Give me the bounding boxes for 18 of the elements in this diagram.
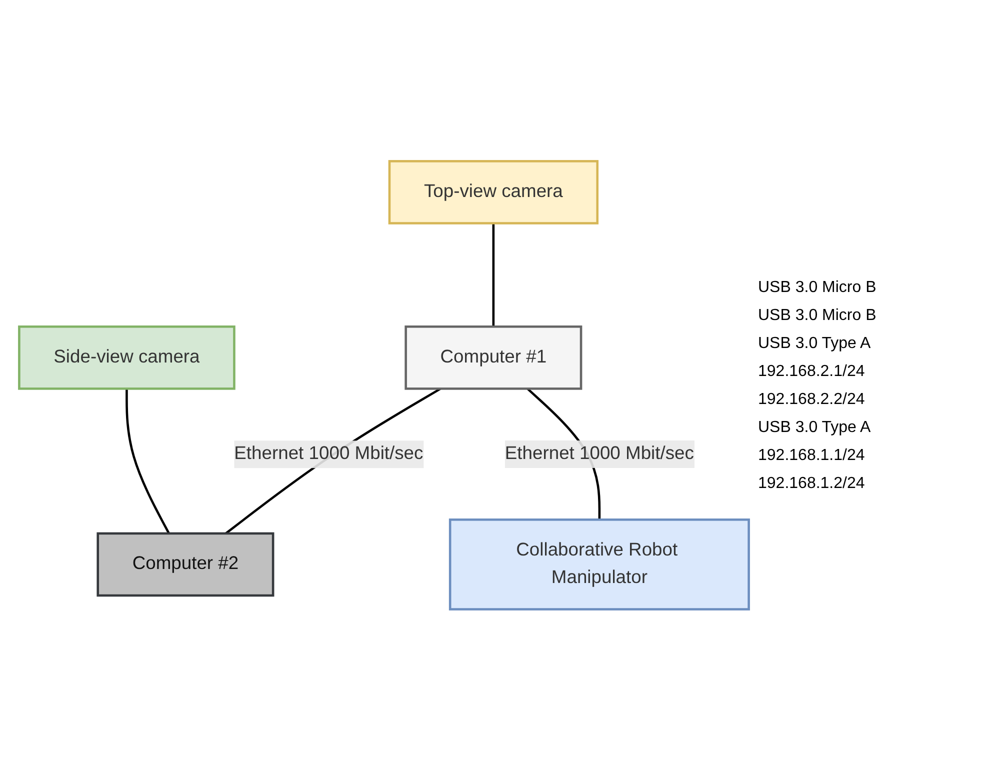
connector (126, 388, 170, 534)
connector-end-label: USB 3.0 Micro B (758, 306, 878, 324)
connector-end-label: USB 3.0 Micro B (758, 278, 878, 296)
connector (225, 388, 442, 535)
connector-end-label: USB 3.0 Type A (758, 334, 872, 352)
connector (492, 224, 495, 327)
edge-label: Ethernet 1000 Mbit/sec (234, 444, 424, 464)
node-box: Computer #1 (404, 326, 582, 390)
connector-end-label: 192.168.2.2/24 (758, 390, 866, 408)
node-box: Computer #2 (96, 532, 274, 597)
connector-end-label: USB 3.0 Type A (758, 418, 872, 436)
node-box: Side-view camera (18, 326, 236, 390)
connector-end-label: 192.168.1.1/24 (758, 446, 866, 464)
node-box: Top-view camera (388, 160, 599, 225)
connector-end-label: 192.168.1.2/24 (758, 474, 866, 492)
connector-end-label: 192.168.2.1/24 (758, 362, 866, 380)
node-box: Collaborative Robot Manipulator (448, 518, 750, 611)
edge-label: Ethernet 1000 Mbit/sec (504, 444, 694, 464)
